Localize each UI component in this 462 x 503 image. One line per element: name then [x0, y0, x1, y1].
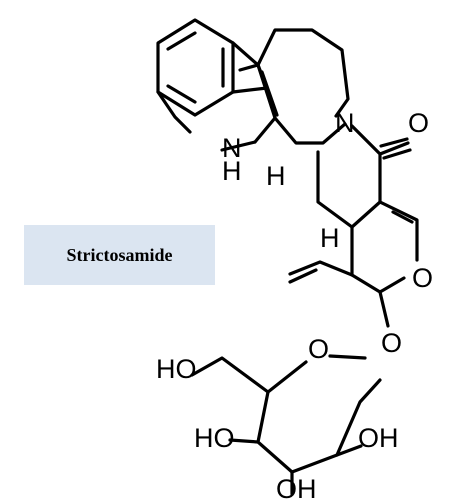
carbonyl-double — [379, 137, 412, 160]
atom-h-indole: H — [222, 156, 242, 186]
atom-o-glycosidic: O — [381, 328, 402, 358]
indole-double — [260, 70, 279, 117]
dihydropyran-ring — [350, 200, 419, 294]
atom-o-carbonyl: O — [408, 108, 429, 138]
atom-o-pyranose: O — [308, 334, 329, 364]
glycosidic-bond — [378, 290, 390, 328]
atom-labels: N H N O H H O O O HO HO OH OH — [156, 108, 433, 503]
compound-name: Strictosamide — [66, 244, 173, 265]
pyrrole-c2-c3 — [238, 63, 277, 144]
piperidine-ring — [256, 28, 350, 145]
atom-h-c15: H — [320, 223, 340, 253]
atom-oh-c3: OH — [276, 474, 317, 503]
glucose-ch2oh — [190, 356, 363, 496]
atom-ho-ch2: HO — [156, 354, 197, 384]
atom-oh-c2: OH — [358, 423, 399, 453]
benzene-inner-bonds — [166, 31, 225, 104]
pyrrole-c2-n — [220, 140, 257, 152]
atom-n-indole: N — [222, 133, 242, 163]
compound-name-box: Strictosamide — [24, 225, 215, 285]
atom-o-ring: O — [412, 263, 433, 293]
bonds — [156, 18, 419, 496]
glucose-ring — [256, 354, 382, 474]
atom-ho-c4: HO — [194, 423, 235, 453]
atom-h-c3: H — [266, 161, 286, 191]
vinyl-group — [288, 260, 354, 284]
pyrrole-bonds — [156, 41, 269, 134]
atom-n-lactam: N — [335, 108, 355, 138]
